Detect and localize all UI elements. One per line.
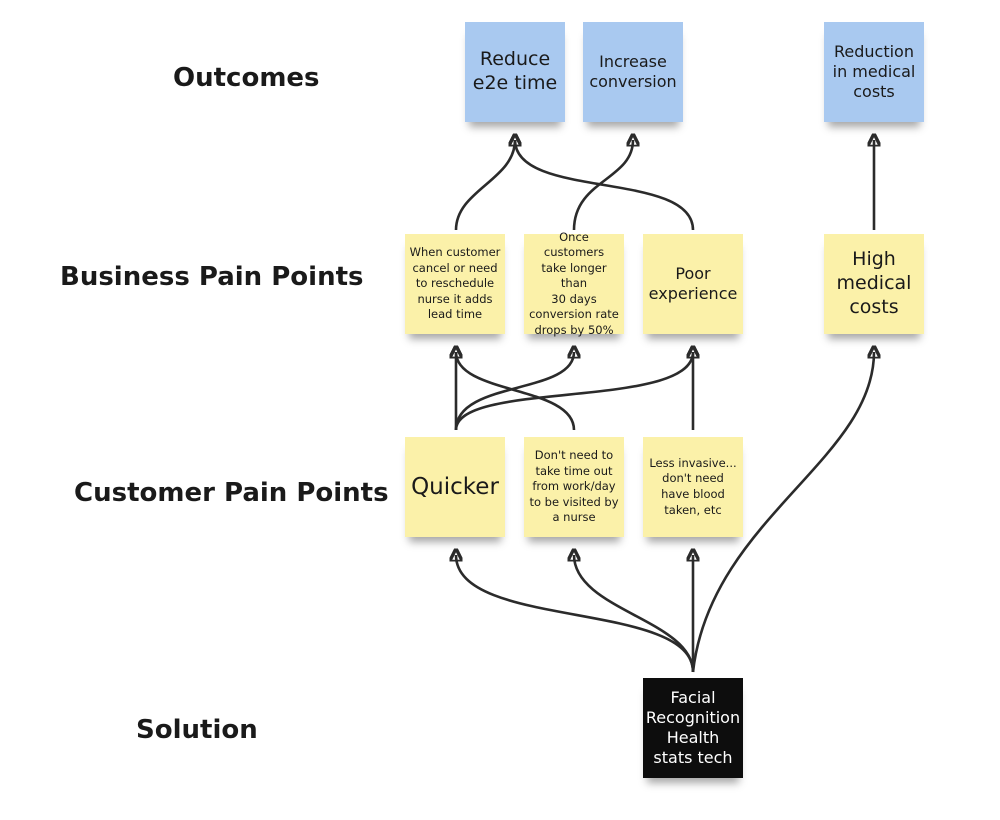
row-label-customer-pain-points: Customer Pain Points xyxy=(74,478,389,508)
connector-conversion-drop-to-increase-conversion xyxy=(572,140,633,231)
row-label-outcomes: Outcomes xyxy=(173,63,320,93)
connector-no-time-off-to-reschedule xyxy=(456,352,576,431)
sticky-solution-facial-recognition[interactable]: Facial Recognition Health stats tech xyxy=(643,678,743,778)
sticky-reduce-e2e-time[interactable]: Reduce e2e time xyxy=(465,22,565,122)
row-label-solution: Solution xyxy=(136,715,258,745)
connector-solution-to-high-medical xyxy=(691,352,874,673)
sticky-reduction-in-medical-costs[interactable]: Reduction in medical costs xyxy=(824,22,924,122)
connector-poor-experience-to-reduce-e2e xyxy=(515,140,695,231)
sticky-high-medical-costs[interactable]: High medical costs xyxy=(824,234,924,334)
sticky-less-invasive[interactable]: Less invasive... don't need have blood t… xyxy=(643,437,743,537)
connector-quicker-to-poor-experience xyxy=(454,352,693,431)
connector-reschedule-to-reduce-e2e xyxy=(454,140,515,231)
connector-quicker-to-conversion-drop xyxy=(454,352,574,431)
row-label-business-pain-points: Business Pain Points xyxy=(60,262,364,292)
sticky-poor-experience[interactable]: Poor experience xyxy=(643,234,743,334)
connector-solution-to-no-time-off xyxy=(574,555,695,673)
sticky-conversion-drop[interactable]: Once customers take longer than 30 days … xyxy=(524,230,624,337)
sticky-reschedule-lead-time[interactable]: When customer cancel or need to reschedu… xyxy=(405,234,505,334)
connector-solution-to-quicker xyxy=(456,555,695,673)
sticky-quicker[interactable]: Quicker xyxy=(405,437,505,537)
sticky-increase-conversion[interactable]: Increase conversion xyxy=(583,22,683,122)
sticky-no-time-off[interactable]: Don't need to take time out from work/da… xyxy=(524,437,624,537)
